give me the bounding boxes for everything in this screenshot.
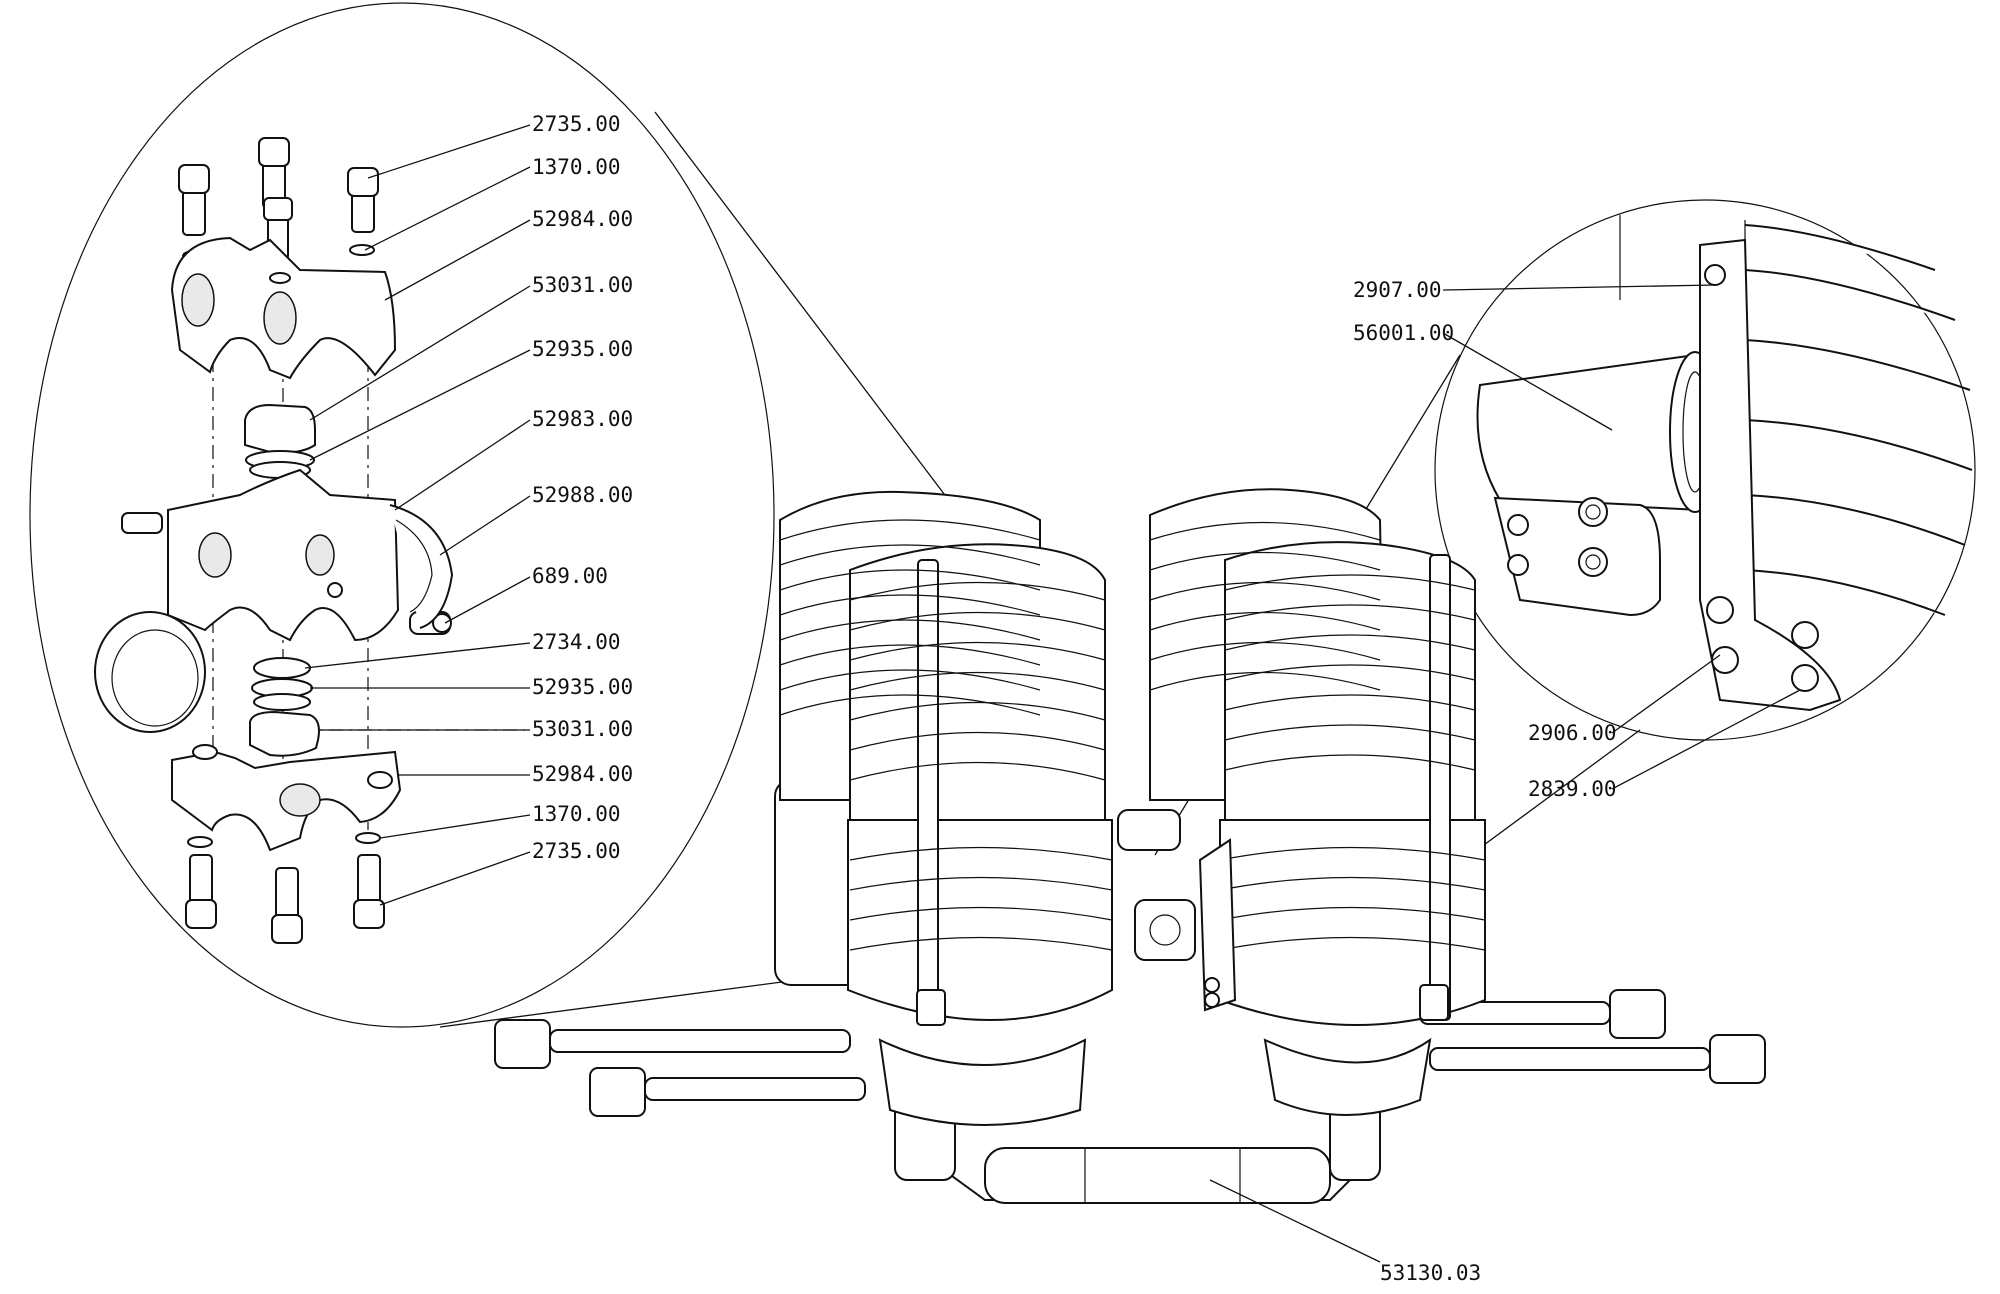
- callout-labels-left: 2735.00 1370.00 52984.00 53031.00 52935.…: [532, 112, 633, 863]
- callout-2839: 2839.00: [1528, 777, 1617, 801]
- central-clamp: [1117, 809, 1237, 1012]
- exploded-detail-view: 2735.00 1370.00 52984.00 53031.00 52935.…: [29, 2, 1101, 1028]
- lower-clamp: [171, 744, 402, 852]
- callout-53130: 53130.03: [1380, 1261, 1481, 1285]
- callout-52983: 52983.00: [532, 407, 633, 431]
- front-left-heater: [847, 543, 1113, 1126]
- mount-plate: [1493, 496, 1661, 617]
- cooling-fins-detail: [1619, 215, 1973, 616]
- main-assembly: 53130.03: [494, 488, 1766, 1285]
- callout-52984-bottom: 52984.00: [532, 762, 633, 786]
- callout-56001: 56001.00: [1353, 321, 1454, 345]
- bottom-screws: [185, 832, 385, 944]
- detail-circle-view: 2907.00 56001.00 2906.00 2839.00: [1154, 199, 1976, 1011]
- callout-53031-top: 53031.00: [532, 273, 633, 297]
- callout-1370-bottom: 1370.00: [532, 802, 621, 826]
- front-right-heater: [1219, 541, 1486, 1116]
- callout-2735-bottom: 2735.00: [532, 839, 621, 863]
- callout-2734: 2734.00: [532, 630, 621, 654]
- top-screws: [178, 137, 379, 262]
- central-body: [121, 468, 452, 642]
- lower-washers: [249, 657, 320, 757]
- callout-2735-top: 2735.00: [532, 112, 621, 136]
- upper-slider-block: [244, 403, 316, 479]
- ring-right: [389, 504, 454, 629]
- upper-clamp: [170, 236, 397, 380]
- coil-rings: [779, 519, 1486, 951]
- callout-2907: 2907.00: [1353, 278, 1442, 302]
- callout-52988: 52988.00: [532, 483, 633, 507]
- callout-52935-top: 52935.00: [532, 337, 633, 361]
- callout-2906: 2906.00: [1528, 721, 1617, 745]
- side-bracket: [1699, 238, 1842, 712]
- shaft: [1476, 351, 1721, 513]
- callout-52935-bottom: 52935.00: [532, 675, 633, 699]
- callout-leaders-left: [304, 124, 531, 906]
- ring-left: [94, 611, 206, 733]
- callout-1370-top: 1370.00: [532, 155, 621, 179]
- callout-689: 689.00: [532, 564, 608, 588]
- callout-53031-bottom: 53031.00: [532, 717, 633, 741]
- callout-52984-top: 52984.00: [532, 207, 633, 231]
